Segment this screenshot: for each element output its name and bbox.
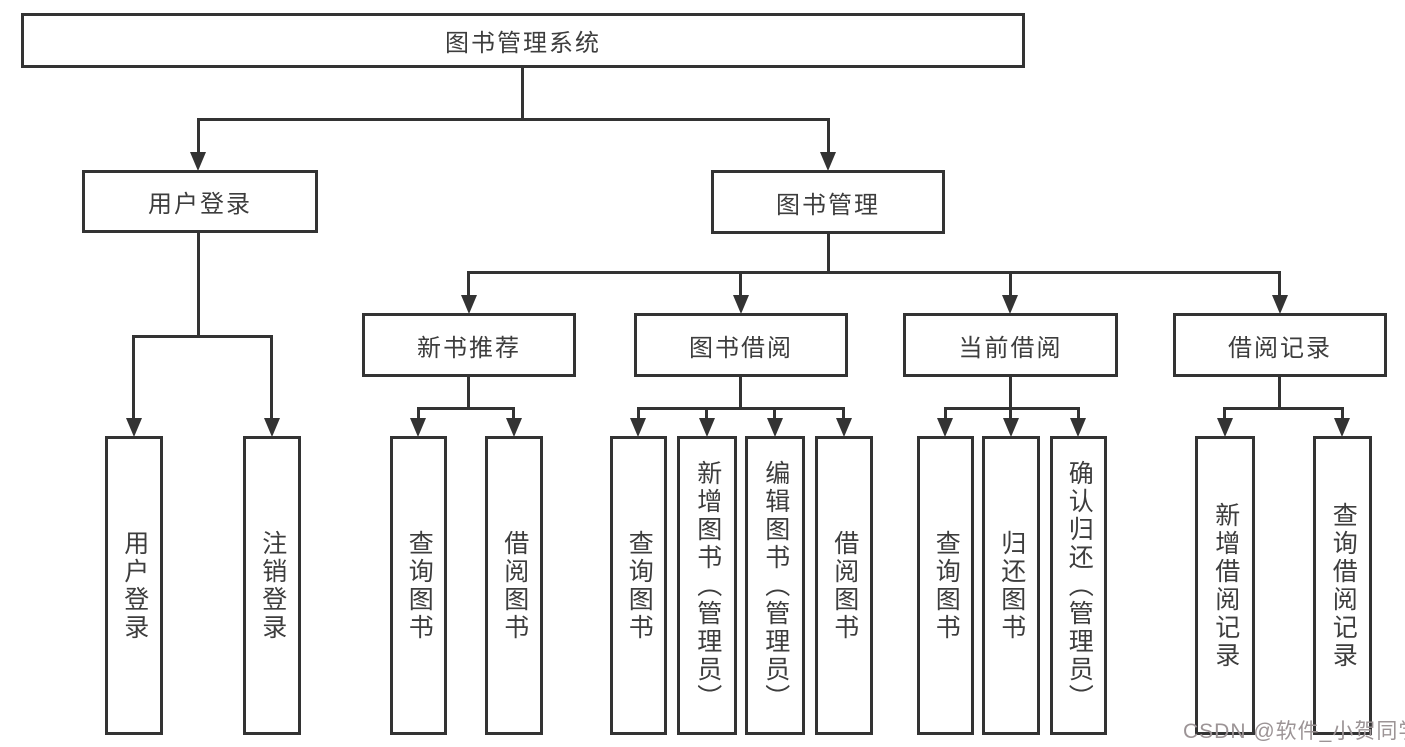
arrow-down-icon — [1002, 295, 1018, 314]
connector-branch — [1341, 407, 1344, 420]
node-book-management-label: 图书管理 — [776, 191, 880, 219]
leaf-logout: 注销登录 — [243, 436, 301, 735]
connector-branch — [1009, 407, 1012, 420]
arrow-down-icon — [699, 418, 715, 437]
node-new-book-recommend: 新书推荐 — [362, 313, 576, 377]
node-root-label: 图书管理系统 — [445, 30, 601, 57]
csdn-watermark: CSDN @软件_小贺同学 — [1183, 720, 1405, 743]
arrow-down-icon — [1334, 418, 1350, 437]
connector-branch — [944, 407, 947, 420]
leaf-borrow-book-1-label: 借阅图书 — [500, 529, 529, 642]
arrow-down-icon — [836, 418, 852, 437]
leaf-add-borrow-record: 新增借阅记录 — [1195, 436, 1255, 735]
arrow-down-icon — [1272, 295, 1288, 314]
connector-branch — [512, 407, 515, 420]
arrow-down-icon — [410, 418, 426, 437]
leaf-return-book-label: 归还图书 — [997, 529, 1026, 642]
leaf-user-login: 用户登录 — [105, 436, 163, 735]
connector-userlogin-stem — [197, 233, 200, 335]
leaf-add-book-admin-label: 新增图书（管理员） — [693, 459, 722, 712]
arrow-down-icon — [1070, 418, 1086, 437]
arrow-down-icon — [126, 418, 142, 437]
leaf-query-book-3: 查询图书 — [917, 436, 974, 735]
leaf-confirm-return-admin: 确认归还（管理员） — [1050, 436, 1107, 735]
node-book-borrow: 图书借阅 — [634, 313, 848, 377]
connector-stem — [1278, 377, 1281, 407]
node-book-borrow-label: 图书借阅 — [689, 334, 793, 362]
leaf-query-borrow-record-label: 查询借阅记录 — [1329, 501, 1358, 670]
connector-branch — [1223, 407, 1226, 420]
node-book-management: 图书管理 — [711, 170, 945, 234]
node-new-book-recommend-label: 新书推荐 — [417, 334, 521, 362]
node-user-login: 用户登录 — [82, 170, 318, 233]
connector-userlogin-split — [132, 335, 273, 338]
leaf-query-book-2: 查询图书 — [610, 436, 667, 735]
connector-bookmgmt-split — [468, 271, 1281, 274]
connector-stem — [1009, 377, 1012, 407]
node-borrow-record-label: 借阅记录 — [1228, 334, 1332, 362]
connector-split — [417, 407, 515, 410]
leaf-query-book-2-label: 查询图书 — [625, 529, 654, 642]
leaf-query-book-1: 查询图书 — [390, 436, 447, 735]
leaf-edit-book-admin-label: 编辑图书（管理员） — [761, 459, 790, 712]
node-borrow-record: 借阅记录 — [1173, 313, 1387, 377]
leaf-borrow-book-1: 借阅图书 — [485, 436, 543, 735]
connector-root-stem — [521, 68, 524, 118]
connector-branch — [1009, 271, 1012, 297]
arrow-down-icon — [264, 418, 280, 437]
leaf-return-book: 归还图书 — [982, 436, 1040, 735]
leaf-borrow-book-2: 借阅图书 — [815, 436, 873, 735]
connector-branch — [773, 407, 776, 420]
arrow-down-icon — [733, 295, 749, 314]
node-root: 图书管理系统 — [21, 13, 1025, 68]
leaf-edit-book-admin: 编辑图书（管理员） — [745, 436, 805, 735]
connector-branch — [1077, 407, 1080, 420]
node-current-borrow: 当前借阅 — [903, 313, 1118, 377]
arrow-down-icon — [937, 418, 953, 437]
arrow-down-icon — [820, 152, 836, 171]
connector-branch — [739, 271, 742, 297]
leaf-add-book-admin: 新增图书（管理员） — [677, 436, 737, 735]
connector-branch — [270, 335, 273, 420]
arrow-down-icon — [630, 418, 646, 437]
connector-branch — [1278, 271, 1281, 297]
leaf-query-borrow-record: 查询借阅记录 — [1313, 436, 1372, 735]
connector-branch — [197, 118, 200, 155]
leaf-logout-label: 注销登录 — [258, 529, 287, 642]
leaf-user-login-label: 用户登录 — [120, 529, 149, 642]
connector-branch — [417, 407, 420, 420]
connector-branch — [705, 407, 708, 420]
arrow-down-icon — [1217, 418, 1233, 437]
arrow-down-icon — [506, 418, 522, 437]
arrow-down-icon — [190, 152, 206, 171]
connector-branch — [827, 118, 830, 155]
connector-stem — [739, 377, 742, 407]
node-current-borrow-label: 当前借阅 — [958, 334, 1063, 362]
connector-branch — [132, 335, 135, 420]
leaf-query-book-3-label: 查询图书 — [932, 529, 961, 642]
arrow-down-icon — [1003, 418, 1019, 437]
arrow-down-icon — [767, 418, 783, 437]
node-user-login-label: 用户登录 — [148, 191, 252, 218]
connector-stem — [467, 377, 470, 407]
connector-branch — [842, 407, 845, 420]
leaf-confirm-return-admin-label: 确认归还（管理员） — [1065, 459, 1094, 712]
connector-branch — [467, 271, 470, 297]
connector-split — [1224, 407, 1343, 410]
leaf-borrow-book-2-label: 借阅图书 — [830, 529, 859, 642]
leaf-add-borrow-record-label: 新增借阅记录 — [1211, 501, 1240, 670]
connector-bookmgmt-stem — [827, 234, 830, 271]
connector-branch — [637, 407, 640, 420]
leaf-query-book-1-label: 查询图书 — [405, 529, 434, 642]
connector-split — [944, 407, 1080, 410]
connector-split — [637, 407, 845, 410]
arrow-down-icon — [461, 295, 477, 314]
connector-root-split — [197, 118, 830, 121]
